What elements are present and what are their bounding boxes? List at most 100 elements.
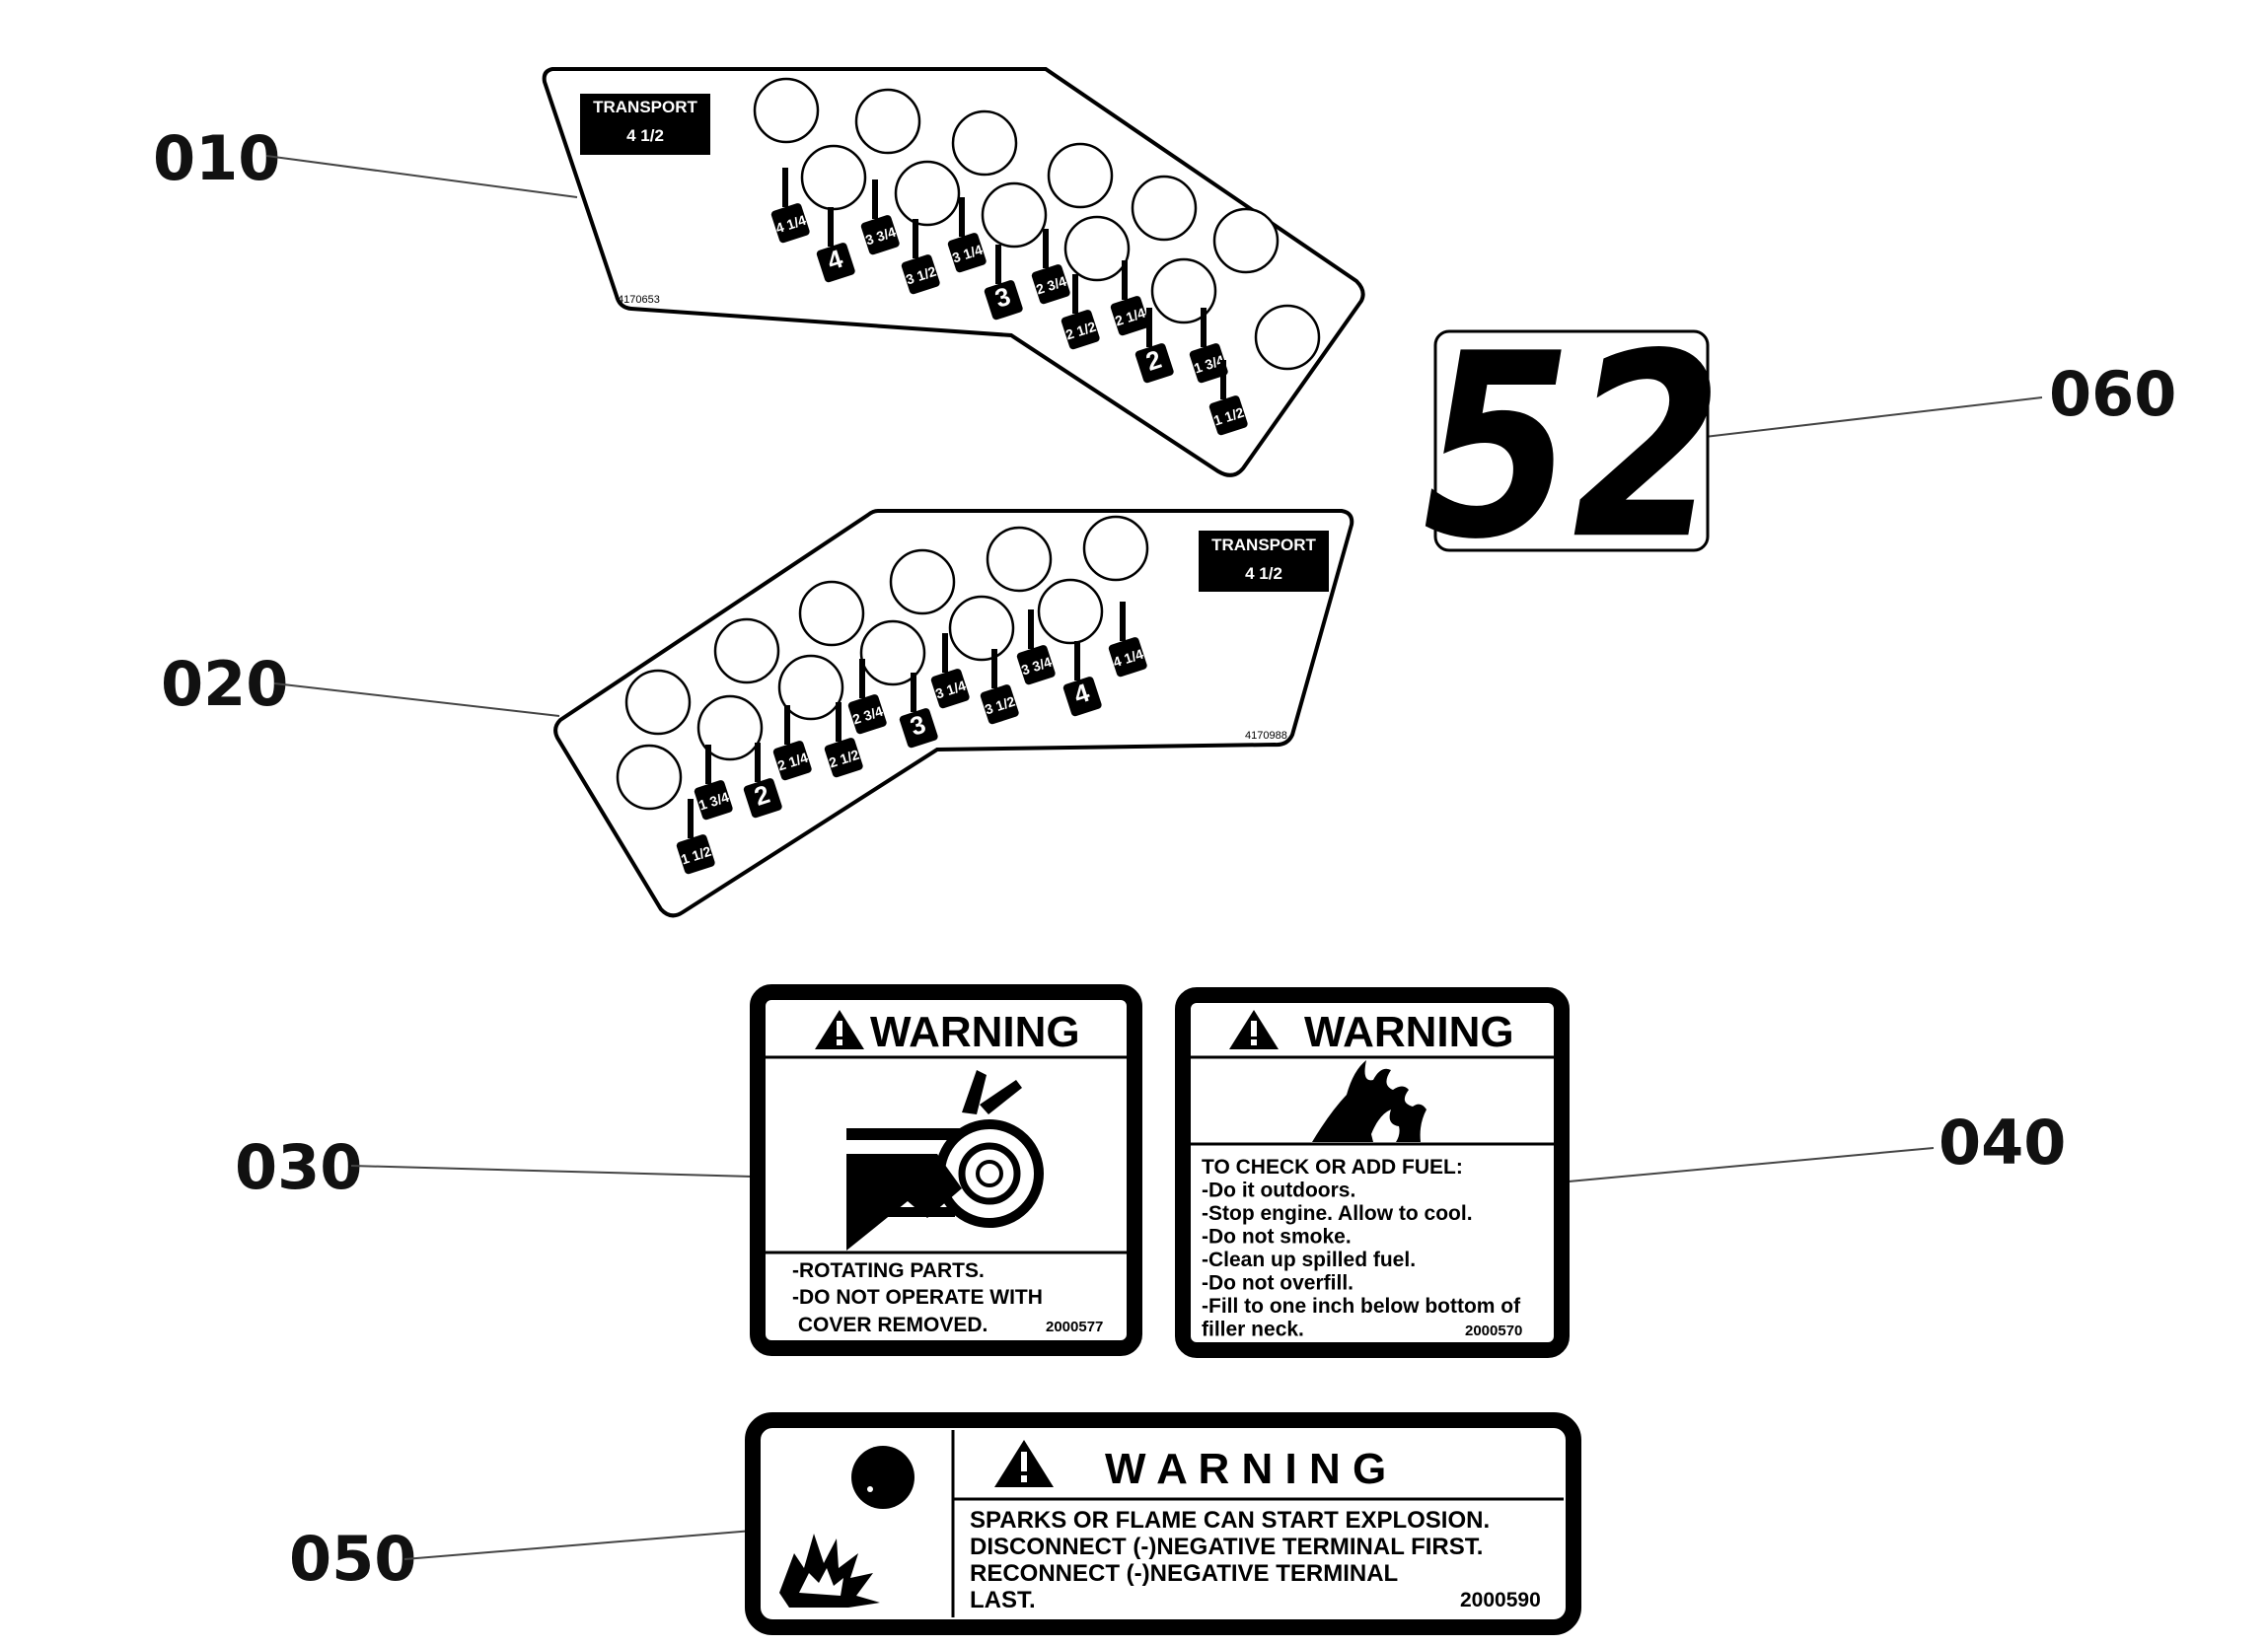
decal-020-tag-stem <box>911 673 916 712</box>
decal-010-knob <box>800 144 867 211</box>
decal-010-knob <box>1212 207 1280 274</box>
decal-010-knob <box>1254 304 1321 371</box>
decal-010-tag: 2 1/2 <box>1061 310 1100 350</box>
warning-triangle-icon <box>815 1010 864 1049</box>
decal-050-line: LAST. <box>970 1587 1036 1613</box>
battery-explosion-icon <box>779 1446 915 1608</box>
decal-010-tag-stem <box>1043 229 1049 268</box>
decal-010-tag: 3 3/4 <box>860 215 900 255</box>
decal-010-tag: 4 1/4 <box>770 203 810 244</box>
decal-010-tag-stem <box>995 245 1001 284</box>
decal-020-tag-stem <box>688 799 694 838</box>
decal-020-part-number: 4170988 <box>1245 730 1287 742</box>
decal-050-line: RECONNECT (-)NEGATIVE TERMINAL <box>970 1560 1398 1587</box>
decal-020-tag: 3 1/2 <box>980 684 1019 725</box>
decal-020-knob <box>798 580 865 647</box>
decal-020-knob <box>696 694 764 761</box>
decal-050-heading: W A R N I N G <box>1105 1445 1386 1493</box>
decal-020-tag-stem <box>1028 609 1034 649</box>
callout-label-060: 060 <box>2049 358 2176 430</box>
decal-050-line: SPARKS OR FLAME CAN START EXPLOSION. <box>970 1507 1490 1534</box>
callout-label-030: 030 <box>235 1131 362 1203</box>
decal-010-knob <box>1150 257 1217 324</box>
decal-040-line: TO CHECK OR ADD FUEL: <box>1202 1156 1463 1179</box>
leader-line-050 <box>403 1530 754 1560</box>
decal-030-line-3: COVER REMOVED. <box>792 1314 988 1336</box>
leader-line-010 <box>265 155 578 198</box>
decal-020-tag: 3 3/4 <box>1016 645 1056 685</box>
decal-010-tag: 2 3/4 <box>1031 264 1070 305</box>
decal-040-line: -Fill to one inch below bottom of <box>1202 1295 1521 1318</box>
decal-010-knob <box>753 77 820 144</box>
decal-020-tag: 2 3/4 <box>847 694 887 735</box>
decal-030-heading: WARNING <box>870 1008 1080 1056</box>
callout-label-010: 010 <box>153 122 280 194</box>
decal-010-transport-word: TRANSPORT <box>593 98 697 116</box>
decal-010-transport-value: 4 1/2 <box>626 126 664 145</box>
callout-050: 050 <box>289 1523 754 1595</box>
decal-010-tag-stem <box>1072 274 1078 314</box>
decal-010-transport-box <box>580 94 710 155</box>
decal-010-height-chart: TRANSPORT 4 1/2 4170653 4 1/443 3/43 1/2… <box>542 67 1365 477</box>
decal-020-knob <box>948 595 1015 662</box>
decal-050-battery-warning: W A R N I N G SPARKS OR FLAME CAN START … <box>745 1412 1581 1635</box>
decal-010-knob <box>1131 175 1198 242</box>
decal-020-tag-stem <box>991 649 997 688</box>
callout-label-040: 040 <box>1939 1107 2066 1179</box>
leader-line-030 <box>350 1165 756 1178</box>
decal-010-tag-stem <box>913 219 918 258</box>
decal-040-text-lines: TO CHECK OR ADD FUEL:-Do it outdoors.-St… <box>1202 1156 1521 1341</box>
decal-010-tag-stem <box>782 168 788 207</box>
decal-020-tag-stem <box>836 702 841 742</box>
leader-line-040 <box>1568 1147 1935 1182</box>
decal-020-tag: 3 <box>899 708 938 749</box>
callout-010: 010 <box>153 122 578 198</box>
decal-010-tag: 2 1/4 <box>1110 296 1149 336</box>
decal-010-knob <box>1063 215 1131 282</box>
decal-020-tag-stem <box>1120 602 1126 641</box>
decal-020-knob <box>1082 515 1149 582</box>
flame-icon <box>1312 1060 1427 1142</box>
decal-020-tag-stem <box>784 705 790 745</box>
decal-020-tag-stem <box>942 633 948 673</box>
decal-010-tag: 1 1/2 <box>1208 395 1248 436</box>
decal-020-knobs <box>616 515 1149 811</box>
warning-triangle-icon <box>994 1440 1054 1487</box>
decal-010-knob <box>951 109 1018 177</box>
decal-040-line: -Clean up spilled fuel. <box>1202 1249 1416 1271</box>
decal-020-tag-stem <box>1074 641 1080 680</box>
decal-030-line-2: -DO NOT OPERATE WITH <box>792 1286 1043 1309</box>
decal-020-transport-box <box>1199 531 1329 592</box>
decal-040-fuel-warning: WARNING TO CHECK OR ADD FUEL:-Do it outd… <box>1175 987 1570 1358</box>
decal-020-tag: 4 1/4 <box>1108 637 1147 678</box>
callout-060: 060 <box>1704 358 2176 438</box>
decal-010-tag-stem <box>872 179 878 219</box>
decal-020-transport-word: TRANSPORT <box>1211 536 1316 554</box>
decal-010-tag-stem <box>1220 360 1226 399</box>
decal-020-tag: 3 1/4 <box>930 669 970 709</box>
decal-020-tag: 2 1/2 <box>824 738 863 778</box>
decal-030-line-1: -ROTATING PARTS. <box>792 1259 985 1282</box>
hand-belt-pinch-icon <box>846 1070 1044 1251</box>
decal-020-knob <box>624 669 692 736</box>
decal-040-line: -Do not smoke. <box>1202 1226 1352 1249</box>
decal-010-tag: 4 <box>816 243 855 283</box>
decal-010-tag-stem <box>1122 260 1128 300</box>
decal-020-transport-value: 4 1/2 <box>1245 564 1282 583</box>
decal-010-tag-stem <box>1201 308 1207 347</box>
decal-050-text-lines: SPARKS OR FLAME CAN START EXPLOSION.DISC… <box>970 1507 1490 1613</box>
decal-010-tag: 3 1/4 <box>947 233 987 273</box>
decal-020-tag: 2 <box>743 778 782 819</box>
leader-line-060 <box>1704 396 2043 438</box>
decal-060-number-plate: 52 <box>1423 300 1722 596</box>
decal-020-tag-stem <box>859 659 865 698</box>
decal-020-tag-stem <box>705 745 711 784</box>
decal-010-tag: 3 1/2 <box>901 254 940 295</box>
decal-020-knob <box>616 744 683 811</box>
decal-040-line: -Do not overfill. <box>1202 1272 1353 1295</box>
decal-010-knob <box>981 181 1048 249</box>
